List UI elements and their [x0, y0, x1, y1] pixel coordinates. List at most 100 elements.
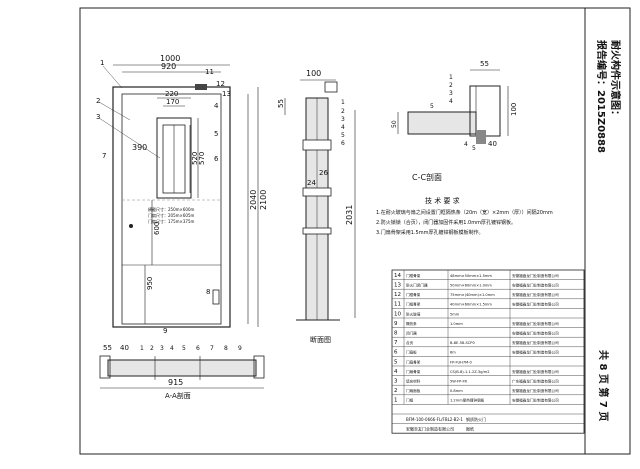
a-a-section: 55 40 915 1 2 3 4 5 6 7 8 9 A-A剖面 [99, 344, 265, 400]
bom-cell: 5 [394, 359, 398, 365]
report-number: 报告编号：2015Z0888 [595, 40, 608, 153]
bom-cell: 填充材料 [406, 379, 421, 384]
section-dim-55: 55 [277, 99, 285, 108]
callout-2: 2 [96, 97, 100, 105]
bom-cell: 75mm×(40mm)×1.0mm [450, 293, 495, 297]
dim-glass-h2: 520 [191, 152, 199, 165]
section-callout-2: 2 [341, 108, 345, 115]
bom-cell: 安徽福鑫龙门业制造有限公司 [512, 350, 559, 355]
bom-cell: 门扇骨架 [406, 359, 421, 364]
bom-cell: 门框骨架 [406, 302, 421, 307]
bom-cell: 防火玻璃 [406, 311, 421, 316]
cc-callout-1: 1 [449, 74, 453, 81]
bom-cell: 门扇面板 [406, 388, 421, 393]
cc-callout-4: 4 [449, 98, 453, 105]
bom-cell: 门扇骨架 [406, 369, 421, 374]
aa-dim-total: 915 [168, 378, 183, 387]
section-dim-26: 26 [319, 169, 328, 177]
cc-callout-3: 3 [449, 90, 453, 97]
dim-glass-h1: 570 [198, 152, 206, 165]
aa-dim-55: 55 [103, 344, 112, 352]
bom-footer-cell: 安徽至友门业制造有限公司 [406, 426, 454, 432]
callout-6: 6 [214, 155, 219, 163]
lock-icon [129, 224, 133, 228]
callout-3: 3 [96, 113, 100, 121]
cc-dim-4: 4 [464, 141, 468, 148]
tech-line-3: 3.门扇骨架采用1.5mm厚孔镀锌钢板模板制作。 [376, 229, 483, 236]
bom-cell: 闭门器 [406, 331, 417, 336]
aa-callout-9: 9 [238, 345, 242, 352]
bom-footer-cell: 钢质防火门 [466, 416, 486, 422]
section-callout-5: 5 [341, 132, 345, 139]
section-dim-100: 100 [306, 69, 321, 78]
bom-cell: 1.2mm厚热镀锌钢板 [450, 398, 485, 403]
elevation-note-1: 横截尺寸：250m×600m [148, 206, 195, 212]
bom-cell: 50mm×60mm×1.0mm [450, 284, 492, 288]
bom-cell: B-8E-58-SCP0 [450, 341, 475, 345]
bom-cell: 1 [394, 398, 398, 404]
bom-cell: 1.0mm [450, 322, 463, 326]
tech-heading: 技 术 要 求 [425, 196, 460, 205]
bom-cell: 12 [394, 292, 401, 298]
dim-outer-width: 1000 [160, 54, 180, 63]
vertical-section: 100 55 24 26 2031 1 2 3 4 5 6 断面图 [277, 69, 356, 344]
aa-callout-4: 4 [170, 345, 174, 352]
cc-dim-40: 40 [488, 140, 497, 148]
bom-cell: 门框骨架 [406, 292, 421, 297]
door-leaf [121, 93, 222, 325]
sheet-border [79, 7, 631, 455]
section-dim-height: 2031 [345, 205, 354, 225]
page-number: 共 8 页 第 7 页 [597, 350, 610, 421]
bom-cell: FP-FUH7M-0 [450, 360, 473, 364]
cc-dim-50: 50 [391, 120, 398, 128]
technical-notes: 技 术 要 求 1.在耐火玻璃与扇之间设置门框隔热条（20m（宽）×2mm（厚）… [376, 196, 553, 236]
aa-callout-7: 7 [210, 345, 214, 352]
cc-dim-5: 5 [430, 103, 434, 110]
callout-13: 13 [222, 90, 231, 98]
drawing-title: 耐火构件示意图： [609, 40, 622, 120]
c-c-section: 55 100 50 4 40 5 1 2 3 4 5 C-C剖面 [391, 60, 518, 182]
hinge-icon [195, 84, 207, 90]
bom-cell: 安徽福鑫龙门业制造有限公司 [512, 340, 559, 345]
bom-cell: 7 [394, 340, 398, 346]
dim-left-glass: 390 [132, 143, 147, 152]
bom-cell: 安徽福鑫龙门业制造有限公司 [512, 398, 559, 403]
bom-cell: 安徽福鑫龙门业制造有限公司 [512, 292, 559, 297]
section-callout-6: 6 [341, 140, 345, 147]
dim-total-height: 2100 [259, 190, 268, 210]
bom-cell: 5W-FP-FR [450, 380, 468, 384]
bom-footer-cell: 图纸 [466, 426, 474, 432]
dim-glass-w2: 170 [166, 98, 179, 106]
bom-cell: 5mm [450, 312, 460, 316]
section-callout-3: 3 [341, 116, 345, 123]
bom-cell: 13 [394, 283, 401, 289]
bom-cell: 门框 [406, 398, 414, 403]
bom-cell: 2 [394, 388, 398, 394]
callout-1: 1 [100, 59, 104, 67]
callout-4: 4 [214, 102, 219, 110]
callout-9: 9 [163, 327, 167, 335]
bom-cell: 安徽福鑫龙门业制造有限公司 [512, 273, 559, 278]
door-closer-icon [212, 289, 220, 305]
bom-cell: 10 [394, 311, 401, 317]
aa-callout-8: 8 [224, 345, 228, 352]
aa-caption: A-A剖面 [165, 391, 191, 400]
dim-bottom-height: 950 [146, 277, 154, 290]
aa-callout-1: 1 [140, 345, 144, 352]
callout-7: 7 [102, 152, 106, 160]
bom-cell: 8 [394, 331, 398, 337]
bom-cell: 安徽福鑫龙门业制造有限公司 [512, 331, 559, 336]
bom-cell: 6m [450, 351, 456, 355]
elevation-note-2: 门扇尺寸：205m×605m [148, 212, 195, 218]
section-callout-1: 1 [341, 99, 345, 106]
cc-caption: C-C剖面 [412, 172, 442, 182]
section-callout-4: 4 [341, 124, 345, 131]
vision-glass-outer [156, 117, 192, 199]
c-c-leaf [407, 111, 477, 135]
dim-inner-height: 2040 [249, 190, 258, 210]
callout-11: 11 [205, 68, 214, 76]
bom-cell: 9 [394, 321, 398, 327]
cc-callout-2: 2 [449, 82, 453, 89]
